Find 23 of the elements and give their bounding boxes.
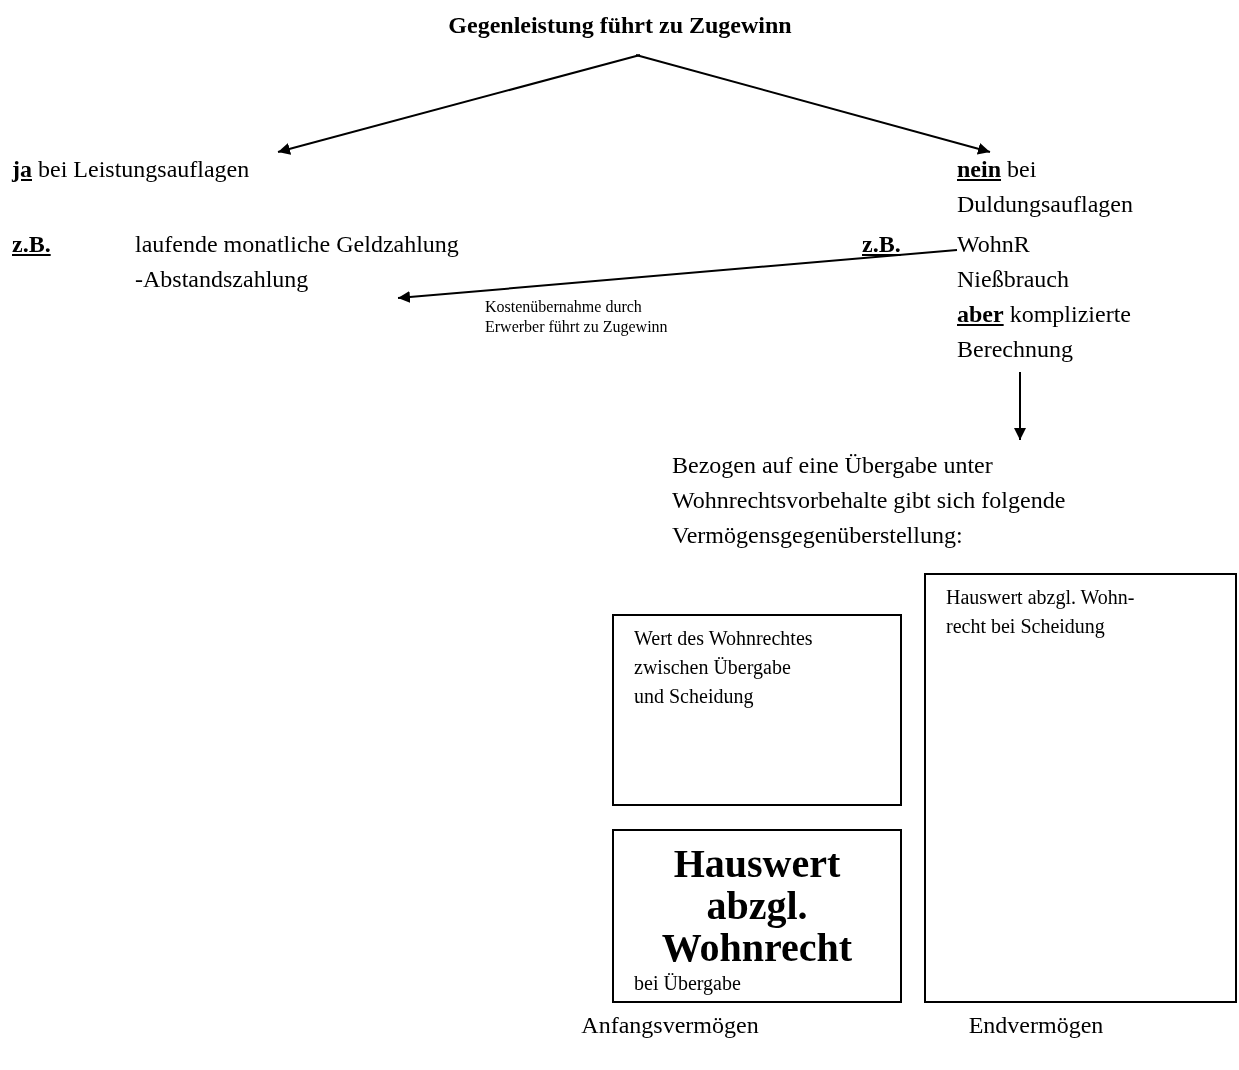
note-text: aber komplizierte Berechnung: [957, 297, 1197, 367]
statement-text: Bezogen auf eine Übergabe unter Wohnrechtsvorbehalte gibt sich folgende Vermögensgegenüberstellung:: [672, 448, 1212, 553]
box-subtext: bei Übergabe: [634, 971, 742, 997]
box-text: Hauswert abzgl. Wohnrecht: [660, 843, 854, 969]
arrow: [635, 54, 991, 155]
heading: Gegenleistung führt zu Zugewinn: [385, 8, 855, 55]
branch-text: ja bei Leistungsauflagen: [12, 152, 342, 187]
arrow: [397, 249, 958, 303]
example-text: laufende monatliche Geldzahlung: [135, 230, 459, 259]
column-caption: Anfangsvermögen: [580, 1011, 760, 1040]
example-marker: z.B.: [12, 230, 51, 259]
arrow: [1014, 371, 1026, 441]
value-box: [612, 829, 902, 1003]
arrow: [277, 54, 641, 155]
column-caption: Endvermögen: [967, 1011, 1105, 1040]
example-marker: z.B.: [862, 230, 901, 259]
edge-label: Kostenübernahme durch Erwerber führt zu Zugewinn: [485, 297, 669, 337]
value-box: [612, 614, 902, 806]
box-text: Hauswert abzgl. Wohn- recht bei Scheidung: [946, 585, 1136, 640]
branch-text: nein bei Duldungsauflagen: [957, 152, 1187, 222]
box-text: Wert des Wohnrechtes zwischen Übergabe und Scheidung: [634, 626, 814, 710]
example-text: -Abstandszahlung: [135, 262, 315, 297]
value-box: [924, 573, 1237, 1003]
